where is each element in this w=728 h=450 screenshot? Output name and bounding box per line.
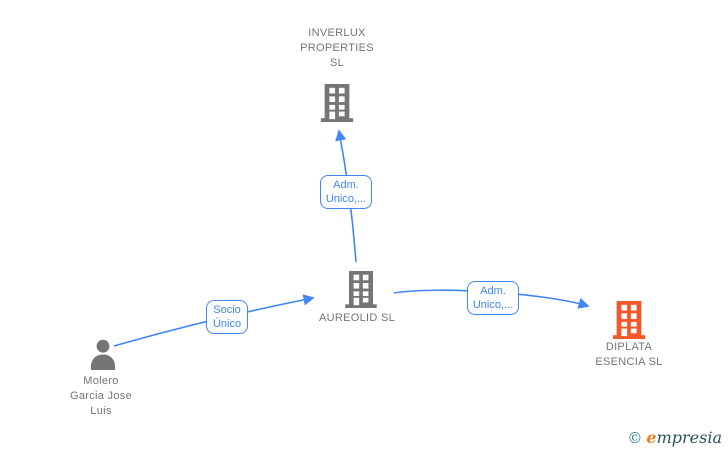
node-label-molero: Molero Garcia Jose Luis (70, 375, 132, 417)
brand-initial: e (646, 428, 657, 447)
person-icon[interactable] (88, 339, 118, 375)
node-label-diplata: DIPLATA ESENCIA SL (595, 341, 663, 368)
node-label-aureolid: AUREOLID SL (318, 312, 396, 324)
edge-label-socio-unico[interactable]: Socio Único (206, 300, 248, 334)
edge-label-adm-unico-right[interactable]: Adm. Unico,... (467, 281, 519, 315)
building-icon[interactable] (344, 271, 378, 313)
empresia-watermark: ©empresia (627, 428, 722, 447)
brand-name: mpresia (656, 428, 722, 447)
node-label-inverlux: INVERLUX PROPERTIES SL (300, 27, 374, 69)
edge-label-adm-unico-top[interactable]: Adm. Unico,... (320, 175, 372, 209)
copyright-icon: © (627, 429, 643, 447)
building-icon[interactable] (612, 301, 646, 344)
building-icon[interactable] (320, 84, 354, 127)
